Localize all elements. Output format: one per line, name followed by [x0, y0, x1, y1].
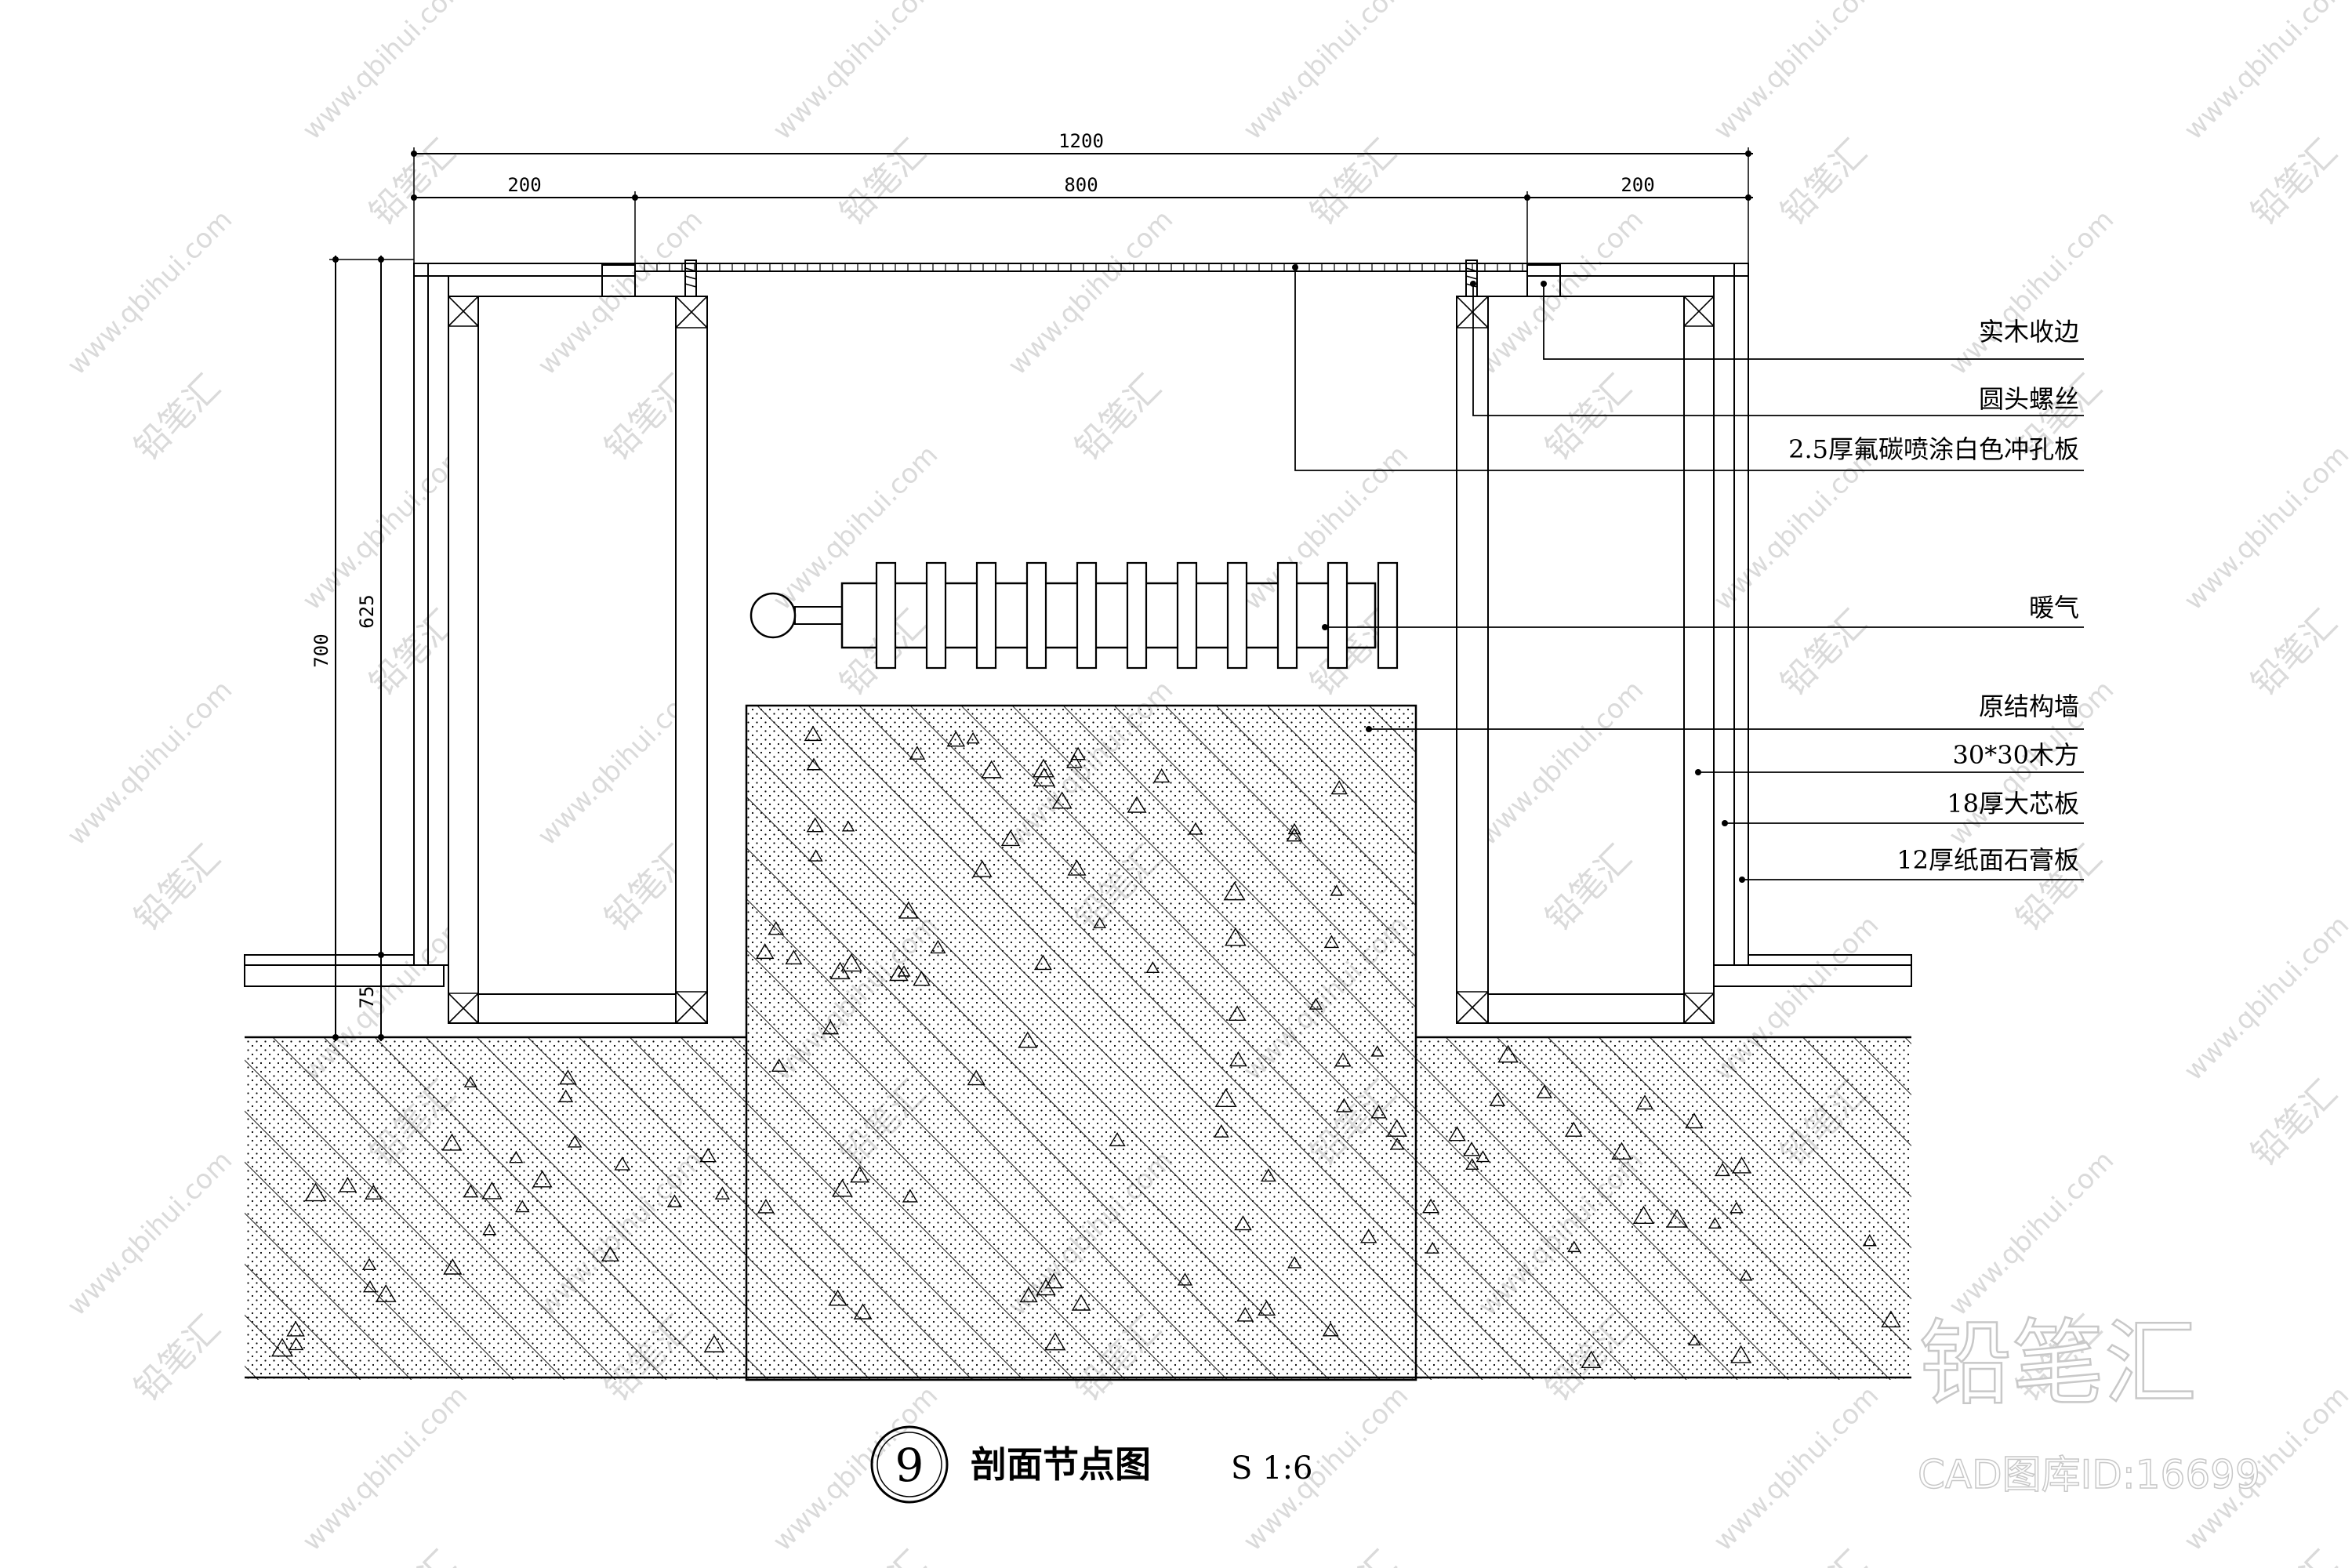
svg-text:铅笔汇: 铅笔汇: [1303, 1543, 1404, 1568]
svg-text:铅笔汇: 铅笔汇: [833, 132, 934, 233]
radiator: [750, 561, 1399, 670]
svg-text:www.qbihui.com: www.qbihui.com: [1708, 1380, 1885, 1557]
cabinet-enclosure: [244, 263, 1912, 987]
detail-number-badge: [870, 1425, 949, 1504]
dim-bottom-offset: 75: [356, 986, 378, 1009]
dim-left: 200: [507, 174, 541, 196]
svg-text:www.qbihui.com: www.qbihui.com: [61, 1145, 238, 1322]
dimension-lines: [329, 147, 1753, 1041]
svg-text:www.qbihui.com: www.qbihui.com: [0, 439, 3, 616]
round-head-screw-right: [1465, 260, 1478, 297]
svg-text:铅笔汇: 铅笔汇: [1303, 132, 1404, 233]
drawing-title-text: 剖面节点图: [971, 1443, 1151, 1486]
leader-lines: [1292, 264, 2084, 883]
svg-text:www.qbihui.com: www.qbihui.com: [1472, 674, 1650, 851]
label-structural-wall: 原结构墙: [1979, 691, 2079, 721]
wood-battens-30x30: [448, 296, 1715, 1024]
svg-text:www.qbihui.com: www.qbihui.com: [296, 0, 474, 146]
svg-text:www.qbihui.com: www.qbihui.com: [1708, 0, 1885, 146]
svg-text:铅笔汇: 铅笔汇: [2244, 132, 2345, 233]
floor-slab-left: [245, 1037, 746, 1380]
dim-height-outer: 700: [310, 633, 332, 667]
label-round-head-screw: 圆头螺丝: [1979, 384, 2079, 414]
svg-text:铅笔汇: 铅笔汇: [362, 1543, 463, 1568]
svg-text:www.qbihui.com: www.qbihui.com: [1943, 204, 2120, 381]
svg-text:www.qbihui.com: www.qbihui.com: [1237, 0, 1414, 146]
brand-logo-text: 铅笔汇: [1919, 1309, 2197, 1417]
detail-number: 9: [895, 1439, 924, 1492]
svg-text:铅笔汇: 铅笔汇: [1538, 367, 1639, 468]
svg-text:www.qbihui.com: www.qbihui.com: [296, 439, 474, 616]
svg-text:铅笔汇: 铅笔汇: [1773, 602, 1875, 703]
svg-text:www.qbihui.com: www.qbihui.com: [61, 204, 238, 381]
label-wood-batten: 30*30木方: [1953, 740, 2079, 770]
svg-text:www.qbihui.com: www.qbihui.com: [2178, 439, 2352, 616]
svg-text:铅笔汇: 铅笔汇: [1538, 837, 1639, 938]
drawing-title: 9 剖面节点图 S 1:6: [870, 1425, 1313, 1504]
svg-text:www.qbihui.com: www.qbihui.com: [296, 1380, 474, 1557]
svg-text:www.qbihui.com: www.qbihui.com: [1943, 1145, 2120, 1322]
floor-slab-right: [1416, 1037, 1911, 1380]
svg-text:www.qbihui.com: www.qbihui.com: [0, 0, 3, 146]
label-perforated-panel: 2.5厚氟碳喷涂白色冲孔板: [1788, 434, 2079, 464]
brand-id-text: CAD图库ID:16699: [1918, 1452, 2260, 1497]
svg-text:铅笔汇: 铅笔汇: [2244, 1073, 2345, 1174]
dim-middle: 800: [1064, 174, 1098, 196]
label-radiator: 暖气: [2029, 593, 2079, 622]
svg-text:铅笔汇: 铅笔汇: [127, 1308, 228, 1409]
svg-text:www.qbihui.com: www.qbihui.com: [767, 439, 944, 616]
round-head-screw-left: [684, 260, 697, 297]
svg-text:铅笔汇: 铅笔汇: [127, 367, 228, 468]
svg-text:铅笔汇: 铅笔汇: [1773, 1543, 1875, 1568]
label-blockboard: 18厚大芯板: [1947, 789, 2079, 818]
svg-text:www.qbihui.com: www.qbihui.com: [61, 674, 238, 851]
svg-text:铅笔汇: 铅笔汇: [362, 132, 463, 233]
svg-text:www.qbihui.com: www.qbihui.com: [1002, 204, 1179, 381]
svg-text:铅笔汇: 铅笔汇: [1773, 132, 1875, 233]
svg-text:www.qbihui.com: www.qbihui.com: [1472, 204, 1650, 381]
svg-text:铅笔汇: 铅笔汇: [127, 837, 228, 938]
brand-watermark: 铅笔汇 CAD图库ID:16699: [1917, 1308, 2260, 1498]
svg-text:铅笔汇: 铅笔汇: [2244, 602, 2345, 703]
svg-text:铅笔汇: 铅笔汇: [2244, 1543, 2345, 1568]
svg-text:www.qbihui.com: www.qbihui.com: [0, 909, 3, 1087]
svg-text:www.qbihui.com: www.qbihui.com: [2178, 909, 2352, 1087]
dim-height-inner: 625: [356, 594, 378, 628]
drawing-scale: S 1:6: [1231, 1450, 1313, 1486]
svg-text:铅笔汇: 铅笔汇: [833, 1543, 934, 1568]
perforated-panel: [634, 263, 1528, 272]
original-structural-wall: [745, 704, 1417, 1381]
dim-right: 200: [1621, 174, 1654, 196]
svg-text:www.qbihui.com: www.qbihui.com: [767, 0, 944, 146]
svg-text:www.qbihui.com: www.qbihui.com: [2178, 0, 2352, 146]
label-gypsum-board: 12厚纸面石膏板: [1896, 845, 2079, 875]
label-solid-wood-trim: 实木收边: [1979, 317, 2079, 347]
svg-text:www.qbihui.com: www.qbihui.com: [0, 1380, 3, 1557]
dim-total: 1200: [1058, 130, 1104, 152]
concrete-aggregate-marks: [271, 725, 1901, 1368]
svg-text:铅笔汇: 铅笔汇: [1068, 367, 1169, 468]
